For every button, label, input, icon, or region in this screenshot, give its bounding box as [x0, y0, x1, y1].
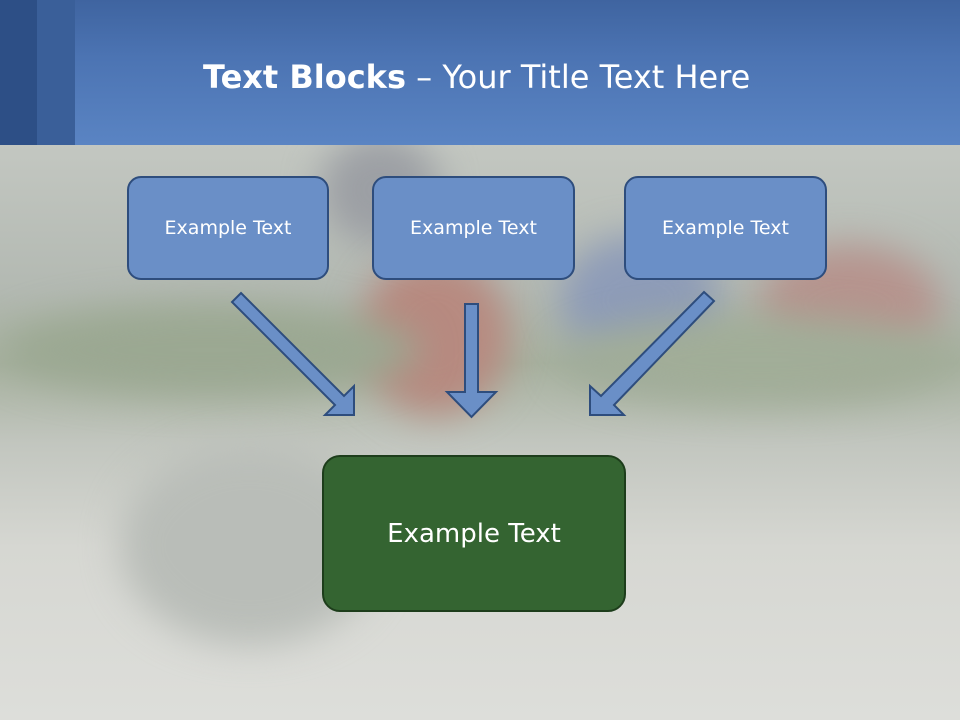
text-block-center[interactable]: Example Text [372, 176, 575, 280]
text-block-right-label: Example Text [662, 217, 789, 239]
title-rest: Your Title Text Here [442, 58, 751, 96]
text-block-right[interactable]: Example Text [624, 176, 827, 280]
title-bar: Text Blocks – Your Title Text Here [0, 0, 960, 145]
arrow-left-diagonal [230, 291, 355, 416]
result-block-label: Example Text [387, 518, 561, 549]
text-block-left-label: Example Text [164, 217, 292, 239]
text-block-left[interactable]: Example Text [127, 176, 329, 280]
accent-stripe [37, 0, 75, 145]
title-dash: – [406, 58, 443, 96]
title-bold: Text Blocks [203, 58, 406, 96]
result-block[interactable]: Example Text [322, 455, 626, 612]
text-block-center-label: Example Text [410, 217, 537, 239]
arrow-center-down [444, 303, 499, 419]
grass-blur-left [0, 305, 420, 395]
accent-stripe-dark [0, 0, 37, 145]
slide-title[interactable]: Text Blocks – Your Title Text Here [203, 55, 750, 99]
arrow-right-diagonal [589, 290, 716, 416]
